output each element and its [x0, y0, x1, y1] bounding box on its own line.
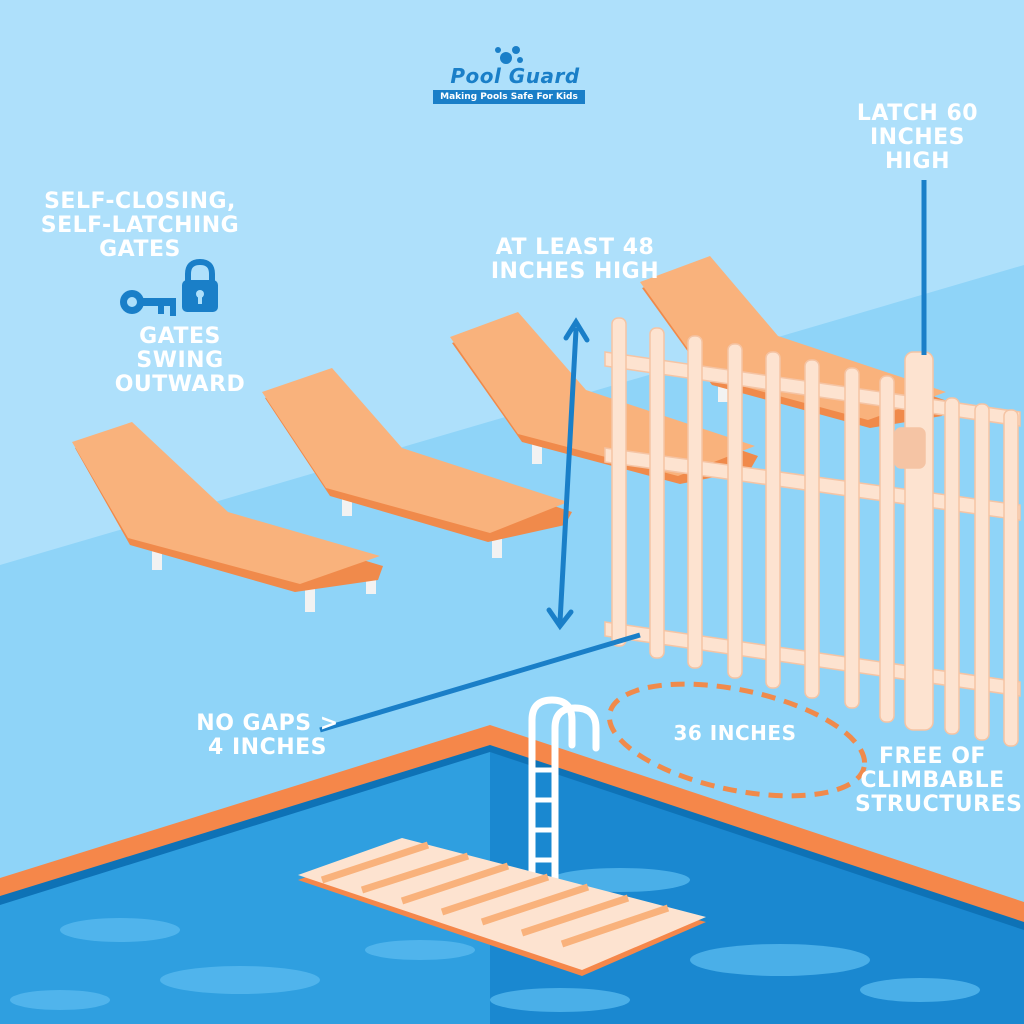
latch-height-label: Latch 60 Inches High [856, 101, 979, 175]
logo-title: Pool Guard [450, 64, 580, 88]
logo-splash-icon [495, 46, 523, 64]
min-height-label: At Least 48 Inches High [490, 235, 660, 285]
height-measure-line [546, 317, 590, 631]
gap-pointer-line [319, 632, 641, 733]
clearance-zone [606, 681, 868, 799]
clearance-label: 36 Inches [673, 721, 797, 745]
padlock-icon [182, 258, 218, 312]
gates-swing-label: Gates Swing Outward [114, 324, 246, 398]
floating-board [298, 838, 706, 976]
lounge-chair-2 [262, 368, 572, 558]
pool-ladder [528, 696, 600, 894]
key-icon [120, 290, 176, 316]
lounge-chair-1 [72, 422, 383, 612]
free-of-climbable-label: Free of Climbable Structures [855, 744, 1023, 818]
no-gaps-label: No Gaps > 4 Inches [196, 711, 339, 761]
fence-gate [604, 317, 1021, 747]
logo-tagline: Making Pools Safe For Kids [433, 90, 585, 104]
self-closing-label: Self-Closing, Self-Latching Gates [40, 189, 240, 263]
